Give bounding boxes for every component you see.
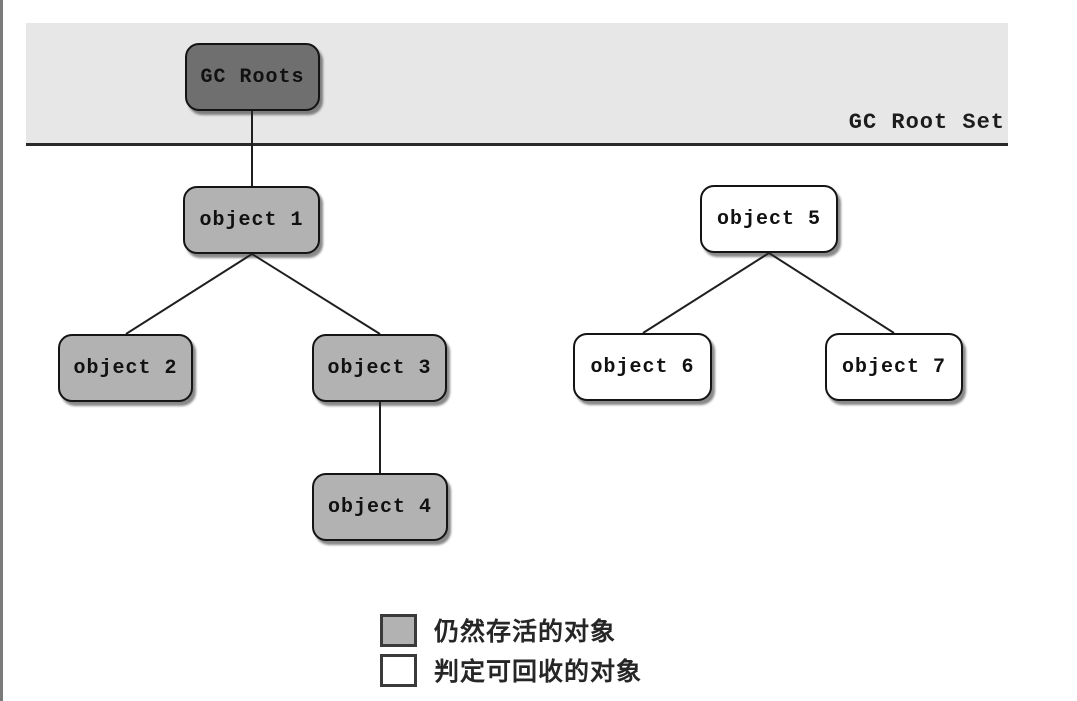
edge-object1-object3	[251, 253, 381, 335]
node-object-3: object 3	[312, 334, 447, 402]
edge-object5-object6	[642, 252, 770, 334]
legend-row-collectable: 判定可回收的对象	[380, 650, 642, 690]
node-object-7: object 7	[825, 333, 963, 401]
legend-row-alive: 仍然存活的对象	[380, 610, 642, 650]
node-object-6: object 6	[573, 333, 712, 401]
legend-swatch-collectable	[380, 653, 417, 687]
legend: 仍然存活的对象 判定可回收的对象	[380, 610, 642, 690]
edge-object5-object7	[768, 252, 895, 334]
gc-root-set-label: GC Root Set	[848, 110, 1005, 135]
legend-swatch-alive	[380, 613, 417, 647]
node-object-5: object 5	[700, 185, 838, 253]
node-gc-roots: GC Roots	[185, 43, 320, 111]
node-object-4: object 4	[312, 473, 448, 541]
node-object-1: object 1	[183, 186, 320, 254]
legend-label-alive: 仍然存活的对象	[434, 618, 617, 646]
left-edge-line	[0, 0, 3, 701]
edge-object1-object2	[125, 253, 253, 335]
legend-label-collectable: 判定可回收的对象	[434, 658, 643, 686]
node-object-2: object 2	[58, 334, 193, 402]
